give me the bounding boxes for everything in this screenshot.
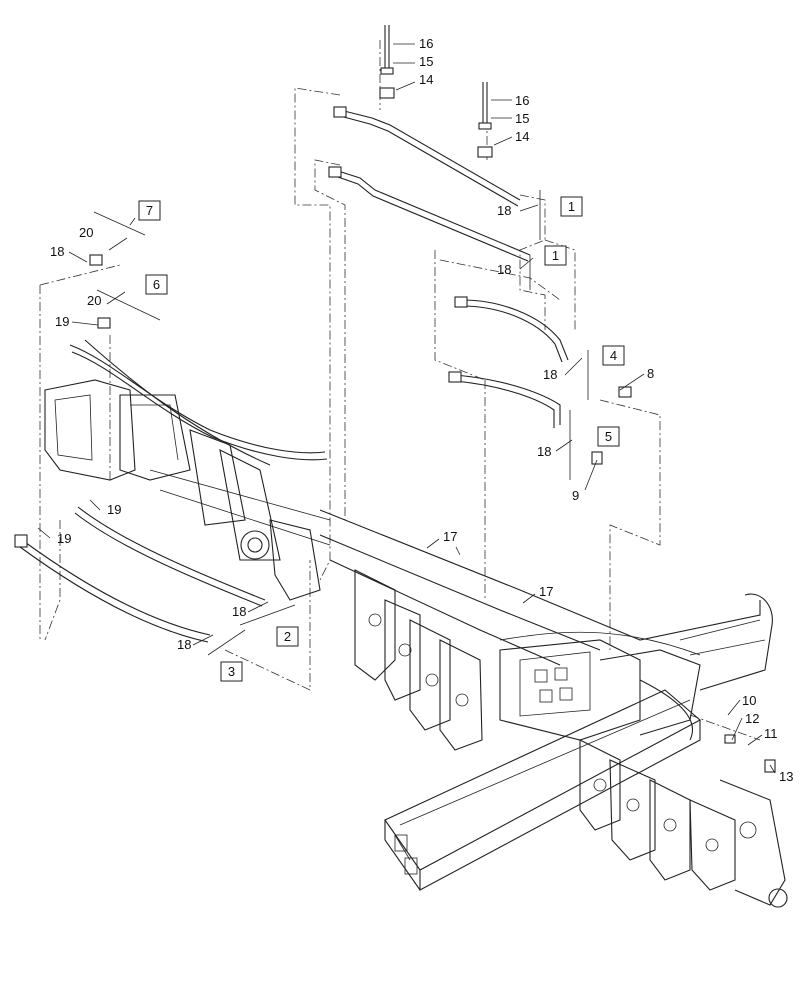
callout-box-7 (138, 200, 161, 221)
central-valve-block (499, 631, 701, 741)
stud-assembly-upper (379, 25, 395, 99)
callout-18a: 18 (497, 203, 511, 218)
callout-18b: 18 (497, 262, 511, 277)
lower-box-beam (384, 689, 701, 891)
callout-12: 12 (745, 711, 759, 726)
callout-16b: 16 (515, 93, 529, 108)
callout-17a: 17 (443, 529, 457, 544)
callout-20b: 20 (87, 293, 101, 308)
callout-7: 7 (146, 203, 153, 218)
callout-box-1a (560, 196, 583, 217)
callout-14a: 14 (419, 72, 433, 87)
callout-15b: 15 (515, 111, 529, 126)
callout-4: 4 (610, 348, 617, 363)
callout-numbers: 16 15 14 16 15 14 18 18 18 8 18 9 20 18 … (50, 36, 793, 784)
leader-lines (37, 43, 776, 774)
left-machinery-cluster (44, 339, 331, 601)
callout-box-2 (276, 626, 299, 647)
callout-8: 8 (647, 366, 654, 381)
callout-5: 5 (605, 429, 612, 444)
right-lower-brackets (579, 739, 788, 908)
callout-18f: 18 (232, 604, 246, 619)
callout-20a: 20 (79, 225, 93, 240)
callout-19c: 19 (57, 531, 71, 546)
callout-13: 13 (779, 769, 793, 784)
callout-1a: 1 (568, 199, 575, 214)
hydraulic-hose-lower (448, 371, 561, 428)
hydraulic-hose-upper (454, 296, 569, 363)
callout-16a: 16 (419, 36, 433, 51)
callout-19a: 19 (55, 314, 69, 329)
fittings (89, 254, 776, 773)
callout-18e: 18 (50, 244, 64, 259)
callout-18c: 18 (543, 367, 557, 382)
callout-17b: 17 (539, 584, 553, 599)
callout-18g: 18 (177, 637, 191, 652)
callout-11: 11 (764, 726, 778, 741)
callout-10: 10 (742, 693, 756, 708)
callout-box-6 (145, 274, 168, 295)
hydraulic-hose-left-upper (74, 506, 266, 607)
hydraulic-tube-upper (333, 106, 521, 207)
callout-15a: 15 (419, 54, 433, 69)
callout-box-1b (544, 245, 567, 266)
callout-19b: 19 (107, 502, 121, 517)
hydraulic-hose-left-lower (14, 534, 211, 643)
callout-2: 2 (284, 629, 291, 644)
beam-brackets (354, 569, 483, 751)
callout-14b: 14 (515, 129, 529, 144)
callout-box-5 (597, 426, 620, 447)
hydraulic-tube-lower (328, 166, 531, 262)
callout-18d: 18 (537, 444, 551, 459)
callout-box-3 (220, 661, 243, 682)
main-frame-beam (319, 509, 773, 691)
stud-assembly-lower (477, 82, 493, 158)
callout-6: 6 (153, 277, 160, 292)
callout-1b: 1 (552, 248, 559, 263)
assembly-dashed-lines (39, 40, 761, 741)
callout-9: 9 (572, 488, 579, 503)
callout-3: 3 (228, 664, 235, 679)
callout-box-4 (602, 345, 625, 366)
boxed-callouts: 1 1 4 5 7 6 2 3 (138, 196, 625, 682)
